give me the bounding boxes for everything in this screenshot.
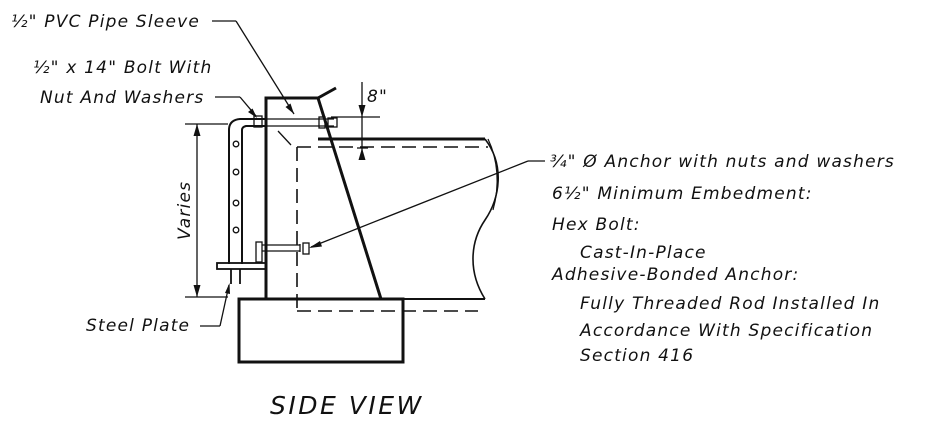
cast-in-place-label: Cast-In-Place <box>580 243 707 263</box>
anchor-bolt <box>262 242 310 255</box>
pvc-sleeve-label: ½" PVC Pipe Sleeve <box>11 12 200 32</box>
guardrail-post <box>228 118 266 264</box>
top-bolt <box>253 115 338 129</box>
leader-lines <box>200 20 545 327</box>
threaded-rod-line1: Fully Threaded Rod Installed In <box>580 294 880 314</box>
top-bevel-line <box>317 86 337 100</box>
eight-inch-dimension <box>331 82 380 160</box>
steel-plate-label: Steel Plate <box>86 316 190 336</box>
hex-bolt-label: Hex Bolt: <box>552 215 641 235</box>
bolt-label-line1: ½" x 14" Bolt With <box>33 58 212 78</box>
threaded-rod-line3: Section 416 <box>580 346 694 366</box>
eight-inch-label: 8" <box>367 87 388 107</box>
barrier-wall <box>264 96 383 300</box>
varies-label: Varies <box>175 181 195 240</box>
culvert-pipe <box>296 137 499 312</box>
footing-base <box>237 297 405 364</box>
view-title: SIDE VIEW <box>270 391 424 420</box>
embedment-label: 6½" Minimum Embedment: <box>552 184 813 204</box>
threaded-rod-line2: Accordance With Specification <box>579 321 873 341</box>
bolt-label-line2: Nut And Washers <box>40 88 204 108</box>
adhesive-anchor-label: Adhesive-Bonded Anchor: <box>551 265 799 285</box>
varies-dimension <box>185 123 228 298</box>
steel-plate-part <box>216 241 267 284</box>
wall-edge-mark <box>277 130 292 146</box>
anchor-label: ¾" Ø Anchor with nuts and washers <box>550 152 895 172</box>
